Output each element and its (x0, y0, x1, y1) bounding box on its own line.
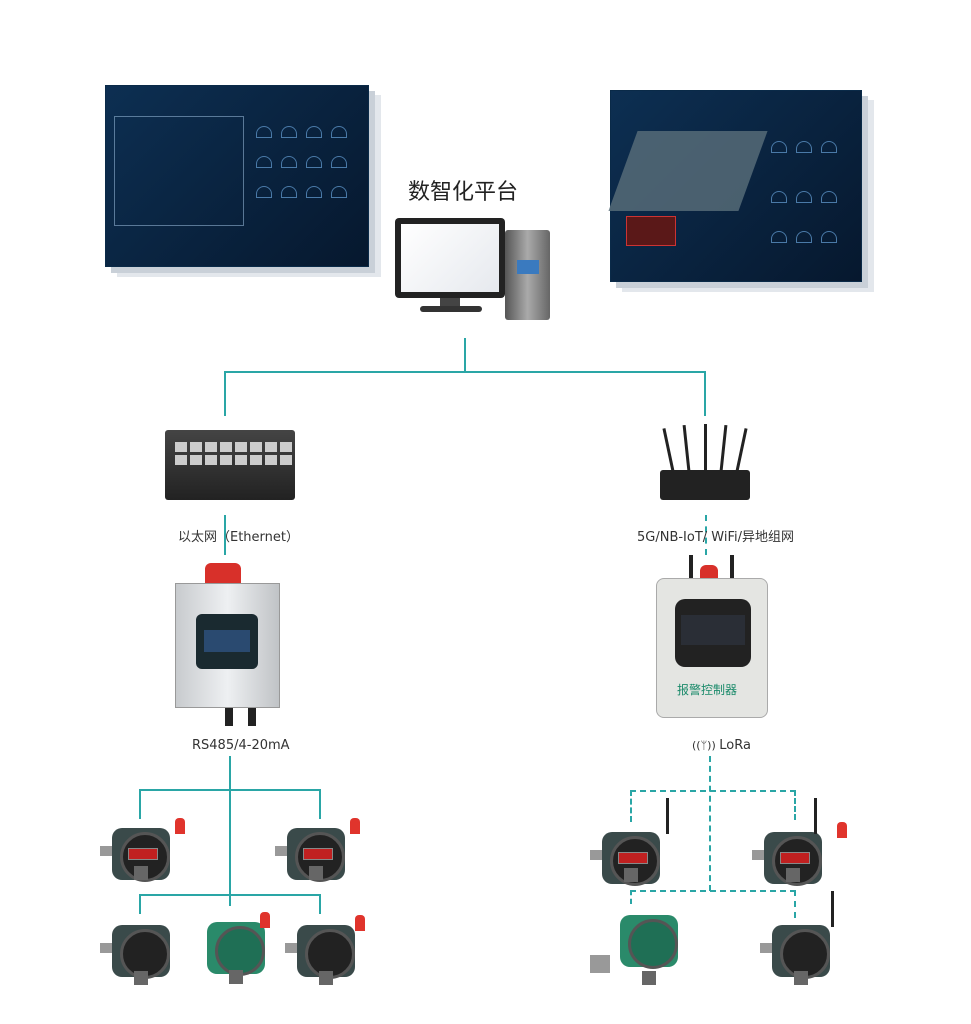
monitor-icon (395, 218, 505, 298)
wireless-network-label: 5G/NB-IoT/ WiFi/异地组网 (637, 530, 795, 545)
lora-text: LoRa (719, 738, 751, 753)
wired-alarm-controller (175, 583, 280, 708)
wireless-alarm-controller: 报警控制器 (656, 578, 768, 718)
wireless-gas-detector (590, 798, 675, 886)
platform-title: 数智化平台 (408, 180, 519, 205)
alarm-beacon (205, 563, 241, 585)
pc-tower-icon (505, 230, 550, 320)
wired-bus-label: RS485/4-20mA (192, 738, 290, 753)
controller-label: 报警控制器 (677, 683, 738, 697)
dashboard-screen-left (105, 85, 369, 267)
wireless-gas-detector (752, 798, 847, 886)
wireless-explosion-proof-detector (590, 905, 690, 985)
gas-detector (275, 818, 360, 882)
explosion-proof-detector (195, 912, 270, 984)
gas-detector (100, 915, 180, 985)
wireless-gas-detector (760, 891, 840, 985)
antenna-signal-icon: ((ᛘ)) (692, 739, 720, 752)
ethernet-label: 以太网（Ethernet） (178, 530, 299, 545)
lora-label: ((ᛘ)) LoRa (692, 738, 751, 753)
wireless-router (660, 470, 750, 500)
ethernet-switch (165, 430, 295, 500)
dashboard-screen-right (608, 90, 862, 282)
gas-detector (285, 915, 365, 985)
gas-detector (100, 818, 185, 882)
